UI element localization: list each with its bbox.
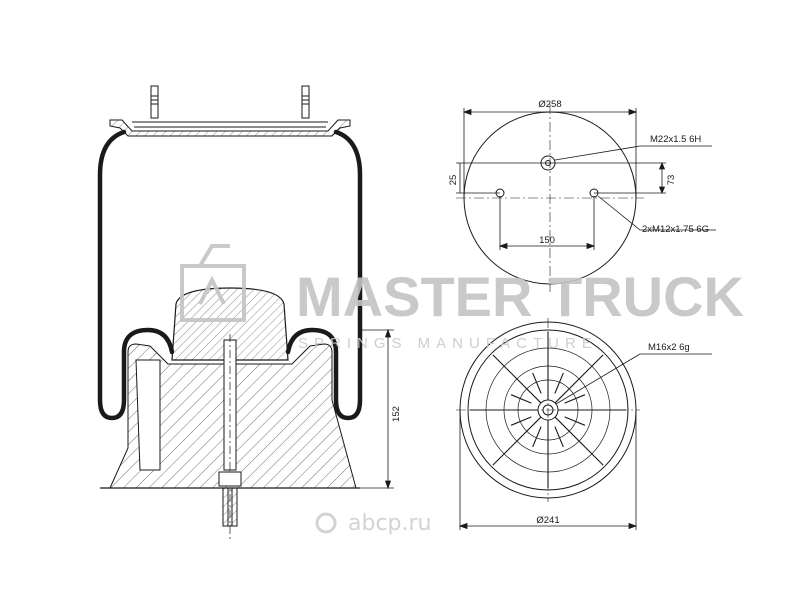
watermark-site: abcp.ru: [348, 511, 432, 536]
top-plate: [109, 119, 351, 137]
offset-left-label: 25: [448, 175, 459, 186]
side-section-view: [97, 85, 394, 540]
center-thread-label: M22x1.5 6H: [650, 134, 701, 145]
height-dimension: [360, 328, 394, 490]
top-diameter-label: Ø258: [538, 99, 561, 110]
height-label: 152: [391, 406, 402, 422]
piston-ribs: [470, 332, 626, 488]
bottom-thread-label: M16x2 6g: [648, 342, 690, 353]
site-logo-icon: [315, 512, 337, 534]
watermark-brand: MASTER TRUCK: [296, 265, 744, 328]
stud-thread-label: 2xM12x1.75 6G: [642, 224, 709, 235]
top-view: [456, 104, 716, 292]
bottom-diameter-label: Ø241: [536, 515, 559, 526]
center-bolt: [218, 334, 242, 540]
watermark-logo-icon: [180, 244, 246, 322]
stud-spacing-label: 150: [539, 235, 555, 246]
rubber-bellows: [97, 129, 363, 421]
watermark-tagline: SPRINGS MANUFACTURE: [298, 335, 598, 352]
top-stud-left: [150, 85, 159, 119]
top-stud-right: [301, 85, 310, 119]
watermark: MASTER TRUCK SPRINGS MANUFACTURE abcp.ru: [180, 244, 744, 536]
bottom-view: [456, 318, 712, 530]
offset-right-label: 73: [666, 175, 677, 186]
